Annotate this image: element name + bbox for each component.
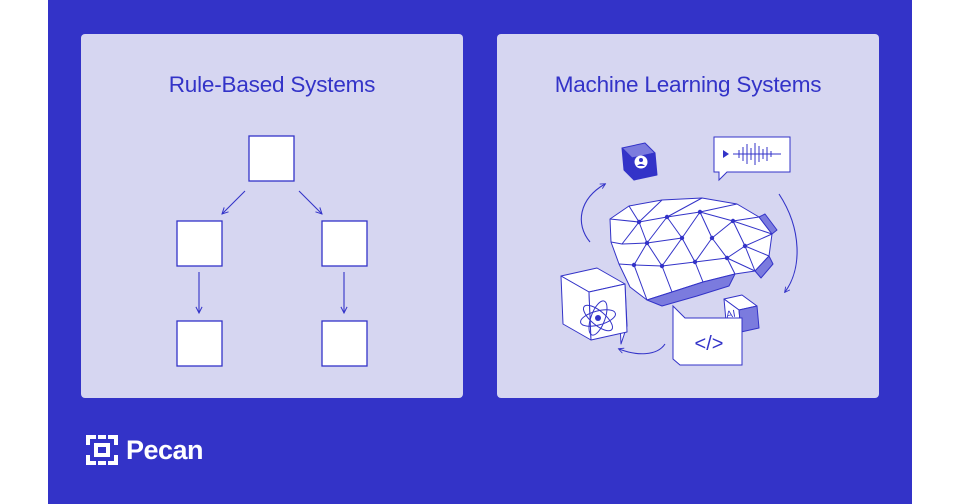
brand-name: Pecan (126, 434, 204, 465)
audio-waveform-icon (713, 136, 791, 182)
cycle-arrow-right (778, 193, 798, 292)
code-glyph: </> (695, 333, 724, 355)
tree-root-node (248, 135, 295, 182)
pecan-logo: Pecan (84, 432, 204, 468)
brain-network-icon (609, 197, 778, 307)
rule-based-panel: Rule-Based Systems (81, 34, 463, 398)
person-cube-icon (621, 142, 658, 181)
tree-right-node (321, 220, 368, 267)
pecan-logo-icon (86, 435, 118, 465)
ai-cube-label: AI (725, 309, 736, 321)
rule-based-title: Rule-Based Systems (168, 72, 376, 97)
ml-illustration: AI </> (560, 136, 798, 366)
tree-left-node (176, 220, 223, 267)
tree-left-leaf-node (176, 320, 223, 367)
tree-right-leaf-node (321, 320, 368, 367)
machine-learning-panel: Machine Learning Systems (497, 34, 879, 398)
cycle-arrow-top-left (580, 184, 605, 243)
machine-learning-title: Machine Learning Systems (554, 72, 822, 97)
cycle-arrow-bottom (619, 343, 666, 355)
arrow-root-to-right (298, 190, 322, 214)
arrow-root-to-left (222, 190, 246, 214)
slide-canvas: Rule-Based Systems Machine Learning Syst… (48, 0, 912, 504)
atom-cube-icon (560, 267, 628, 345)
code-brackets-icon: </> (672, 304, 743, 366)
decision-tree-diagram (176, 135, 368, 367)
